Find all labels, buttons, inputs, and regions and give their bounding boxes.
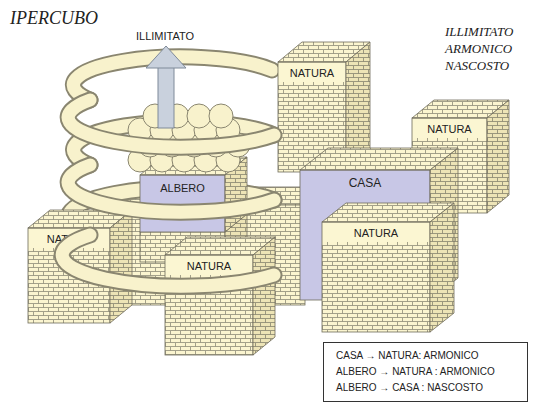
spiral-back [68, 57, 274, 235]
front-outline [28, 228, 110, 323]
block-label: CASA [300, 170, 430, 190]
arrow-shaft [158, 66, 174, 128]
block-label: NATURA [412, 118, 487, 136]
side-face [110, 210, 132, 323]
up-arrow [146, 46, 186, 128]
block-label: NATURA [165, 255, 253, 273]
front-face [322, 222, 430, 332]
ball [209, 104, 233, 128]
ball [226, 133, 250, 157]
ball [194, 118, 218, 142]
keyword-label: ILLIMITATO [445, 24, 545, 40]
ball [216, 148, 240, 172]
ball [194, 148, 218, 172]
spiral-tube [68, 165, 274, 212]
front-face [140, 175, 225, 232]
spiral-front [62, 165, 274, 286]
nature-block: NATURA [165, 255, 253, 355]
arrow-head [146, 46, 186, 68]
label-strip [278, 62, 346, 82]
label-strip [28, 228, 110, 248]
front-face [28, 228, 110, 323]
block-face: ALBERO [140, 175, 225, 232]
arrow-label: ILLIMITATO [120, 30, 210, 42]
block-label: ALBERO [140, 175, 225, 195]
label-strip [412, 118, 487, 138]
block-label: NATURA [278, 62, 346, 80]
spiral-tube [62, 235, 274, 286]
ball [182, 133, 206, 157]
side-face [430, 203, 454, 332]
ball [216, 118, 240, 142]
ball [165, 104, 189, 128]
block-label: NATURA [28, 228, 110, 246]
spiral-tube [73, 57, 272, 100]
front-outline [165, 255, 253, 355]
keyword-label: ARMONICO [445, 41, 545, 57]
legend-box: CASA → NATURA: ARMONICOALBERO → NATURA :… [323, 342, 528, 402]
side-face [487, 100, 509, 213]
spiral-front [68, 100, 274, 147]
side-face [225, 157, 247, 232]
ball [128, 118, 152, 142]
legend-line: CASA → NATURA: ARMONICO [336, 348, 515, 364]
ball [172, 148, 196, 172]
front-outline [140, 175, 225, 232]
label-strip [165, 255, 253, 275]
spiral-tube [68, 100, 274, 147]
ball [143, 104, 167, 128]
spiral-tube [68, 165, 274, 212]
diagram-title: IPERCUBO [10, 8, 98, 29]
side-face [253, 237, 275, 355]
spiral-tube [68, 100, 274, 147]
ball [150, 148, 174, 172]
ball [172, 118, 196, 142]
label-strip [322, 222, 430, 242]
ball-cluster [128, 104, 250, 172]
keyword-label: NASCOSTO [445, 58, 545, 74]
front-face [165, 255, 253, 355]
ball [160, 133, 184, 157]
legend-line: ALBERO → CASA : NASCOSTO [336, 380, 515, 396]
nature-block: NATURA [28, 228, 110, 323]
ball [187, 104, 211, 128]
front-outline [322, 222, 430, 332]
spiral-tube [62, 235, 274, 286]
spiral-tube [73, 57, 272, 100]
ball [138, 133, 162, 157]
ball [204, 133, 228, 157]
nature-block: NATURA [322, 222, 430, 332]
ball [128, 148, 152, 172]
block-label: NATURA [322, 222, 430, 240]
ball [150, 118, 174, 142]
legend-line: ALBERO → NATURA : ARMONICO [336, 364, 515, 380]
